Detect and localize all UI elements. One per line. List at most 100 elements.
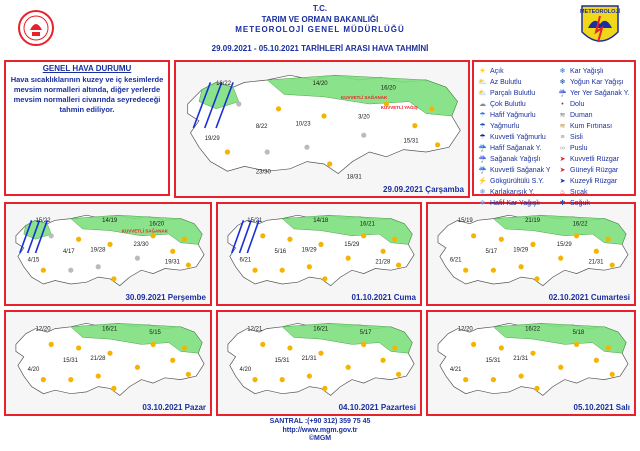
sun-icon: [322, 276, 328, 282]
sun-icon: [279, 377, 285, 383]
legend-label: Kar Yağışlı: [570, 68, 604, 75]
footer: SANTRAL :(+90 312) 359 75 45 http://www.…: [0, 418, 640, 444]
temperature-label: 21/31: [302, 356, 318, 362]
temperature-label: 5/17: [485, 249, 497, 255]
sun-icon: [40, 267, 46, 273]
temperature-label: 19/31: [165, 259, 181, 265]
legend-label: Sisli: [570, 134, 583, 141]
temperature-label: 4/17: [63, 249, 75, 255]
mgm-logo-text: METEOROLOJİ: [580, 8, 621, 15]
north-wind-icon: [215, 82, 234, 129]
warning-label: KUVVETLİ SAĞANAK: [341, 93, 388, 100]
sun-icon: [518, 264, 524, 270]
temperature-label: 14/20: [313, 81, 329, 87]
sun-icon: [412, 123, 418, 129]
sun-icon: [252, 377, 258, 383]
legend-label: Açık: [490, 68, 504, 75]
cloud-icon: [361, 132, 367, 138]
sun-icon: [593, 248, 599, 254]
rain-area-region: [70, 214, 203, 245]
rain-area-region: [281, 214, 413, 245]
legend-label: Karlakarışık Y.: [490, 189, 535, 196]
sun-icon: [327, 161, 333, 167]
sun-icon: [345, 255, 351, 261]
sun-icon: [111, 385, 117, 391]
cloud-icon: [304, 144, 310, 150]
temperature-label: 23/30: [134, 242, 150, 248]
ministry-logo: [18, 6, 54, 50]
legend-right-column: ❄Kar Yağışlı❄Yoğun Kar Yağışı☔Yer Yer Sa…: [558, 66, 629, 209]
north-wind-icon: [26, 220, 41, 254]
sun-icon: [287, 236, 293, 242]
light-shower-icon: ☔: [478, 145, 487, 152]
legend-box: ☀Açık⛅Az Bulutlu⛅Parçalı Bulutlu☁Çok Bul…: [472, 60, 636, 207]
temperature-label: 15/29: [344, 242, 360, 248]
sun-icon: [306, 264, 312, 270]
legend-item: •Dolu: [558, 99, 629, 110]
north-wind-icon: [238, 220, 252, 254]
sun-icon: [380, 357, 386, 363]
temperature-label: 16/20: [381, 86, 397, 92]
sleet-icon: ❄: [479, 189, 486, 196]
sun-icon: [609, 371, 615, 377]
sun-icon: [185, 371, 191, 377]
legend-label: Hafif Kar Yağışlı: [490, 200, 540, 207]
temperature-label: 12/20: [36, 326, 52, 332]
sun-icon: [396, 371, 402, 377]
general-weather-box: GENEL HAVA DURUMU Hava sıcaklıklarının k…: [4, 60, 170, 196]
rain-area-region: [281, 323, 413, 354]
legend-label: Sıcak: [570, 189, 588, 196]
legend-label: Dolu: [570, 101, 585, 108]
sun-icon: [40, 377, 46, 383]
sun-icon: [605, 236, 611, 242]
sun-cloud-icon: ⛅: [478, 79, 487, 86]
legend-item: ☂Yağmurlu: [478, 121, 551, 132]
temperature-label: 12/20: [458, 326, 474, 332]
rain-area-region: [492, 214, 627, 245]
sun-icon: [322, 385, 328, 391]
sun-icon: [471, 233, 477, 239]
legend-left-column: ☀Açık⛅Az Bulutlu⛅Parçalı Bulutlu☁Çok Bul…: [478, 66, 551, 209]
temperature-label: 5/15: [149, 330, 161, 336]
legend-label: Kum Fırtınası: [570, 123, 613, 130]
legend-label: Kuvvetli Rüzgar: [570, 156, 620, 163]
map-date-4: 03.10.2021 Pazar: [142, 403, 206, 412]
cold-icon: ✱: [559, 200, 566, 207]
sun-icon: [605, 345, 611, 351]
temperature-label: 19/29: [302, 247, 318, 253]
sun-icon: [593, 357, 599, 363]
legend-label: Soğuk: [570, 200, 590, 207]
north-wind-icon: ➤: [559, 178, 566, 185]
sun-icon: [181, 236, 188, 242]
footer-url[interactable]: http://www.mgm.gov.tr: [282, 426, 358, 434]
temperature-label: 21/28: [375, 259, 391, 265]
cloudy-icon: ☁: [479, 101, 486, 108]
temperature-label: 10/23: [296, 122, 312, 128]
sun-icon: [392, 345, 398, 351]
legend-item: ≋Duman: [558, 110, 629, 121]
temperature-label: 16/22: [525, 326, 541, 332]
temperature-label: 16/21: [102, 326, 118, 332]
temperature-label: 21/19: [525, 218, 541, 224]
temperature-label: 15/31: [63, 358, 79, 364]
legend-item: ❄ Kar Yağışlı: [558, 66, 629, 77]
sun-icon: [361, 341, 367, 347]
rain-icon: ☂: [479, 123, 486, 130]
sun-icon: [321, 113, 327, 119]
temperature-label: 18/31: [347, 174, 363, 180]
heavy-shower-icon: ☔: [478, 167, 487, 174]
sun-icon: [534, 276, 540, 282]
temperature-label: 15/21: [247, 218, 263, 224]
temperature-label: 5/16: [274, 249, 286, 255]
temperature-label: 12/21: [247, 326, 263, 332]
sun-icon: [48, 341, 54, 347]
temperature-label: 21/28: [90, 356, 106, 362]
temperature-label: 15/31: [404, 138, 420, 144]
snow-icon: ❄: [559, 68, 566, 75]
legend-item: ❄Yoğun Kar Yağışı: [558, 77, 629, 88]
